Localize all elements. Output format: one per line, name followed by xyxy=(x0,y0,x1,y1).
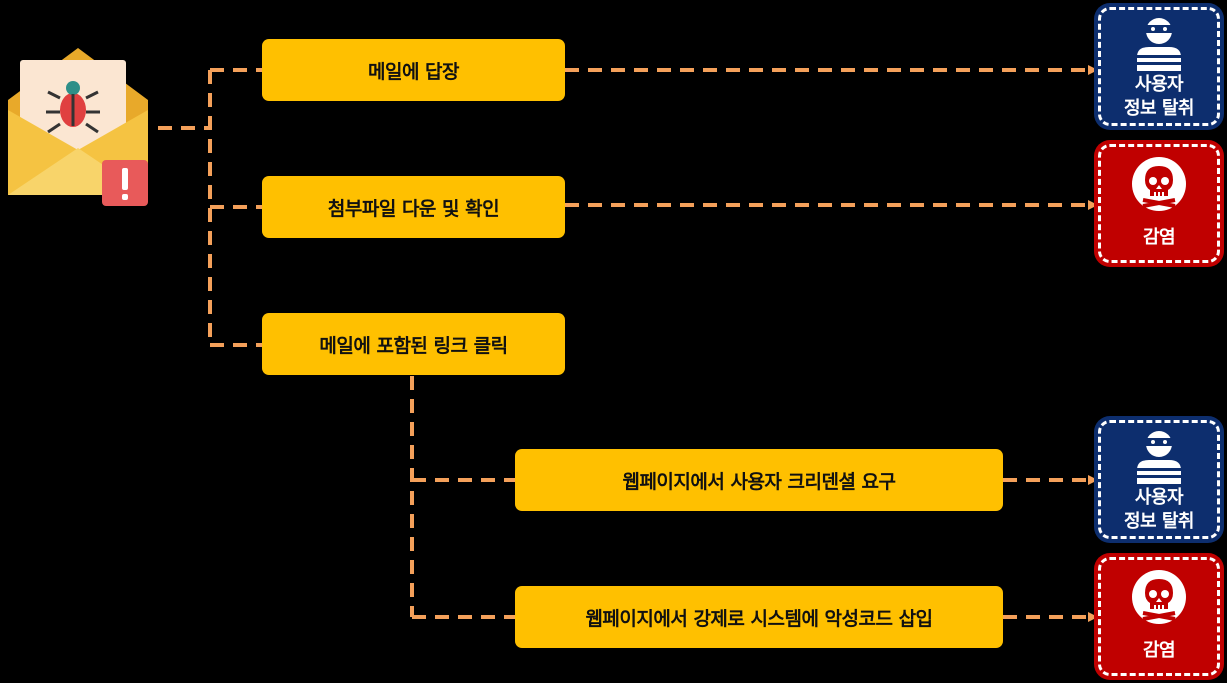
result-infection: 감염 xyxy=(1094,553,1224,680)
step-label: 메일에 답장 xyxy=(367,60,460,83)
step-click-link: 메일에 포함된 링크 클릭 xyxy=(262,313,565,375)
result-label: 사용자 정보 탈취 xyxy=(1123,487,1195,532)
skull-icon xyxy=(1132,570,1186,624)
step-download-attachment: 첨부파일 다운 및 확인 xyxy=(262,176,565,238)
step-reply-to-mail: 메일에 답장 xyxy=(262,39,565,101)
result-label: 사용자 정보 탈취 xyxy=(1123,74,1195,119)
step-forced-malware: 웹페이지에서 강제로 시스템에 악성코드 삽입 xyxy=(515,586,1003,648)
result-info-theft: 사용자 정보 탈취 xyxy=(1094,416,1224,543)
step-label: 첨부파일 다운 및 확인 xyxy=(327,197,500,220)
step-label: 메일에 포함된 링크 클릭 xyxy=(319,334,508,357)
thief-icon xyxy=(1137,18,1181,71)
step-credential-request: 웹페이지에서 사용자 크리덴셜 요구 xyxy=(515,449,1003,511)
result-info-theft: 사용자 정보 탈취 xyxy=(1094,3,1224,130)
result-infection: 감염 xyxy=(1094,140,1224,267)
email-bug-alert-icon xyxy=(8,48,148,206)
step-label: 웹페이지에서 강제로 시스템에 악성코드 삽입 xyxy=(585,607,933,630)
result-label: 감염 xyxy=(1142,227,1176,248)
thief-icon xyxy=(1137,431,1181,484)
skull-icon xyxy=(1132,157,1186,211)
step-label: 웹페이지에서 사용자 크리덴셜 요구 xyxy=(622,470,896,493)
result-label: 감염 xyxy=(1142,640,1176,661)
